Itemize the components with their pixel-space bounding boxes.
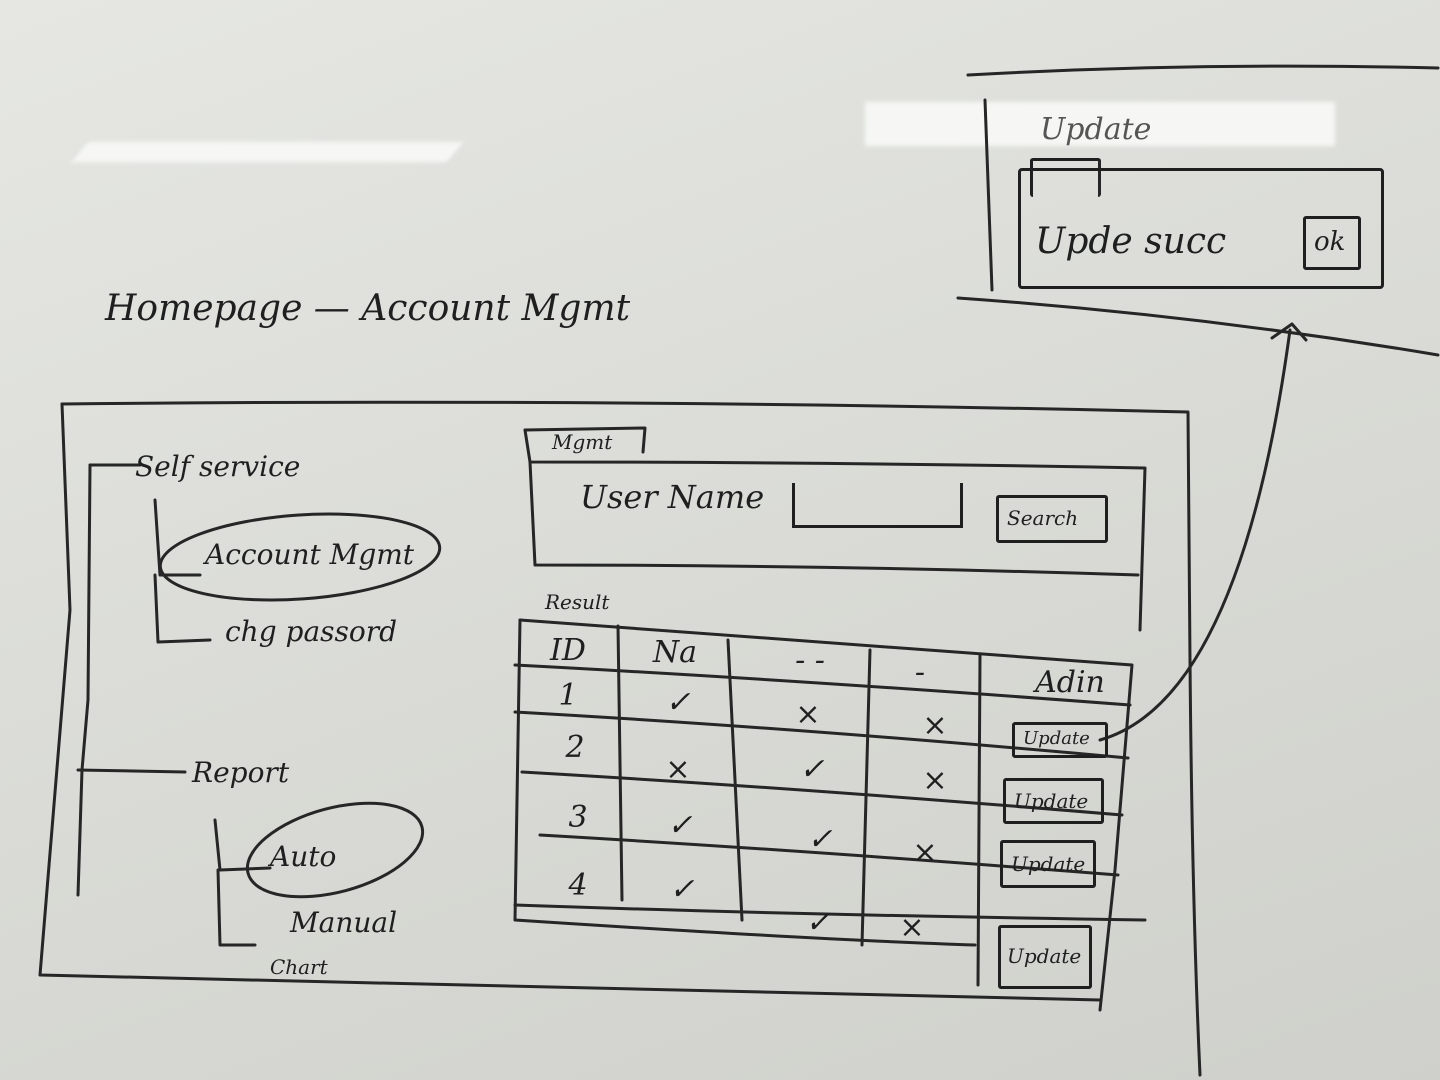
row-3-update-label: Update: [1011, 852, 1086, 876]
column-header-name: Na: [652, 635, 698, 670]
row-2-mark-1: ×: [665, 752, 691, 787]
row-3-mark-2: ✓: [807, 822, 833, 857]
row-4-update-label: Update: [1007, 944, 1082, 968]
username-label: User Name: [580, 478, 765, 516]
dialog-ok-label: ok: [1314, 227, 1346, 257]
result-label: Result: [545, 590, 610, 614]
sidebar-item-account-mgmt[interactable]: Account Mgmt: [205, 538, 415, 571]
row-1-mark-1: ✓: [665, 685, 691, 720]
dialog-message: Upde succ: [1035, 221, 1227, 262]
row-2-update-label: Update: [1014, 789, 1089, 813]
column-header-id: ID: [550, 633, 586, 668]
sidebar-item-manual[interactable]: Manual: [290, 906, 398, 939]
tab-mgmt[interactable]: Mgmt: [552, 430, 613, 454]
row-3-update-button[interactable]: Update: [1000, 840, 1096, 888]
row-1-update-label: Update: [1023, 728, 1090, 749]
column-header-blank-2: -: [914, 655, 926, 690]
row-3-mark-1: ✓: [667, 808, 693, 843]
dialog-ok-button[interactable]: ok: [1303, 216, 1361, 270]
row-2-update-button[interactable]: Update: [1003, 778, 1104, 824]
row-4-mark-1: ✓: [669, 872, 695, 907]
row-3-mark-3: ×: [912, 835, 938, 870]
row-1-mark-2: ×: [795, 697, 821, 732]
row-2-mark-2: ✓: [799, 752, 825, 787]
success-dialog: Upde succ ok: [1018, 168, 1384, 289]
username-input[interactable]: [792, 483, 963, 528]
sidebar-item-change-password[interactable]: chg passord: [225, 615, 398, 648]
sidebar-item-chart[interactable]: Chart: [270, 955, 328, 979]
row-4-update-button[interactable]: Update: [998, 925, 1092, 989]
column-header-action: Adin: [1035, 665, 1105, 700]
row-1-mark-3: ×: [922, 708, 948, 743]
column-header-blank-1: - -: [795, 643, 825, 678]
row-1-id: 1: [558, 678, 578, 713]
row-4-mark-3: ×: [899, 910, 925, 945]
row-2-id: 2: [565, 730, 585, 765]
sidebar-group-self-service[interactable]: Self service: [135, 450, 301, 483]
row-2-mark-3: ×: [922, 763, 948, 798]
light-reflection-right: [865, 102, 1335, 146]
search-button[interactable]: Search: [996, 495, 1108, 543]
sidebar-group-report[interactable]: Report: [192, 756, 290, 789]
dialog-title-bar: [1030, 158, 1101, 197]
row-1-update-button[interactable]: Update: [1012, 722, 1108, 758]
search-button-label: Search: [1007, 506, 1079, 530]
dialog-title: Update: [1040, 112, 1152, 147]
page-title: Homepage — Account Mgmt: [105, 288, 631, 329]
row-4-mark-2: ✓: [805, 905, 831, 940]
sidebar-item-auto[interactable]: Auto: [270, 840, 337, 873]
row-3-id: 3: [568, 800, 588, 835]
row-4-id: 4: [568, 868, 588, 903]
